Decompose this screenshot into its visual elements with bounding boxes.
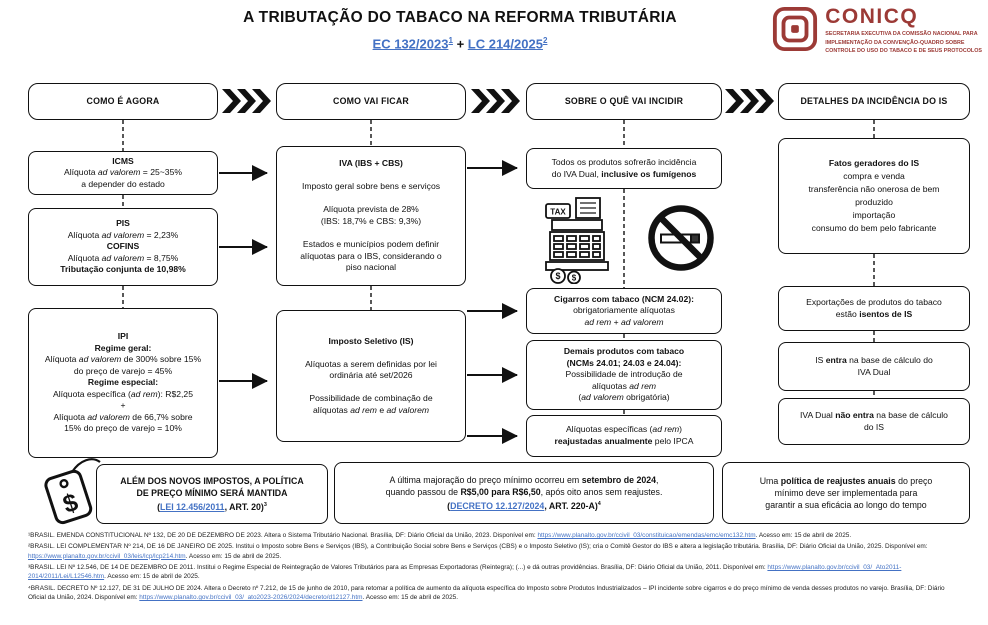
footnote-4-pre: ⁴BRASIL. DECRETO Nº 12.127, DE 31 DE JUL… bbox=[28, 584, 945, 602]
footnote-3-link[interactable]: https://www.planalto.gov.br/ccivil_03/_A… bbox=[28, 564, 902, 581]
flow-chevrons-icon bbox=[725, 89, 774, 113]
tax-machine-icon: TAX $ $ bbox=[545, 197, 609, 284]
footnote-1-pre: ¹BRASIL. EMENDA CONSTITUCIONAL Nº 132, D… bbox=[28, 532, 538, 539]
box-reajustes-anuais-text: Uma política de reajustes anuais do preç… bbox=[759, 475, 933, 511]
footnote-2-post: . Acesso em: 15 de abril de 2025. bbox=[185, 552, 282, 560]
conicq-logo-icon bbox=[773, 6, 818, 52]
footnote-ref-4: 4 bbox=[597, 501, 601, 508]
box-iva: IVA (IBS + CBS)Imposto geral sobre bens … bbox=[276, 146, 466, 286]
box-ultima-majoracao-text: A última majoração do preço mínimo ocorr… bbox=[341, 474, 707, 513]
footnote-4-post: . Acesso em: 15 de abril de 2025. bbox=[362, 594, 459, 602]
link-decreto-12127[interactable]: DECRETO 12.127/2024 bbox=[450, 501, 545, 512]
footnote-ref-2: 2 bbox=[542, 36, 548, 45]
footnote-2: ²BRASIL. LEI COMPLEMENTAR Nº 214, DE 16 … bbox=[28, 542, 964, 561]
box-aliquotas-especificas: Alíquotas específicas (ad rem)reajustada… bbox=[526, 415, 722, 457]
box-reajustes-anuais: Uma política de reajustes anuais do preç… bbox=[722, 462, 970, 524]
footnote-1-post: . Acesso em: 15 de abril de 2025. bbox=[755, 532, 852, 539]
flow-chevrons-icon bbox=[471, 89, 520, 113]
link-lei-12456[interactable]: LEI 12.456/2011 bbox=[160, 502, 225, 513]
footnote-3-pre: ³BRASIL. LEI Nº 12.546, DE 14 DE DEZEMBR… bbox=[28, 564, 768, 572]
box-imposto-seletivo: Imposto Seletivo (IS)Alíquotas a serem d… bbox=[276, 310, 466, 442]
logo-tagline: SECRETARIA EXECUTIVA DA COMISSÃO NACIONA… bbox=[825, 30, 982, 56]
subtitle: EC 132/20231 + LC 214/20252 bbox=[120, 36, 800, 51]
conicq-logo: CONICQ SECRETARIA EXECUTIVA DA COMISSÃO … bbox=[772, 6, 982, 56]
footnotes: ¹BRASIL. EMENDA CONSTITUCIONAL Nº 132, D… bbox=[28, 531, 964, 604]
footnote-4: ⁴BRASIL. DECRETO Nº 12.127, DE 31 DE JUL… bbox=[28, 584, 964, 603]
box-imposto-seletivo-text: Imposto Seletivo (IS)Alíquotas a serem d… bbox=[305, 335, 437, 415]
svg-text:$: $ bbox=[572, 274, 577, 283]
logo-name: CONICQ bbox=[825, 5, 919, 28]
no-smoking-icon bbox=[648, 205, 714, 271]
footnote-4-link[interactable]: https://www.planalto.gov.br/ccivil_03/_a… bbox=[139, 594, 363, 602]
box-cigarros-tabaco: Cigarros com tabaco (NCM 24.02):obrigato… bbox=[526, 288, 722, 334]
footnote-ref-3: 3 bbox=[263, 502, 267, 509]
box-cigarros-tabaco-text: Cigarros com tabaco (NCM 24.02):obrigato… bbox=[554, 293, 694, 327]
box-aliquotas-especificas-text: Alíquotas específicas (ad rem)reajustada… bbox=[554, 424, 694, 446]
citation-pre: ( bbox=[447, 501, 451, 512]
flow-chevrons-icon bbox=[222, 89, 271, 113]
column-header-sobre-o-que-vai-incidir: SOBRE O QUÊ VAI INCIDIR bbox=[526, 83, 722, 120]
box-demais-produtos: Demais produtos com tabaco(NCMs 24.01; 2… bbox=[526, 340, 722, 410]
footnote-1-link[interactable]: https://www.planalto.gov.br/ccivil_03/co… bbox=[537, 532, 756, 539]
column-header-como-e-agora: COMO É AGORA bbox=[28, 83, 218, 120]
price-increase-citation: (DECRETO 12.127/2024, ART. 220-A)4 bbox=[341, 500, 707, 512]
page-title: A TRIBUTAÇÃO DO TABACO NA REFORMA TRIBUT… bbox=[243, 9, 677, 26]
box-iva-text: IVA (IBS + CBS)Imposto geral sobre bens … bbox=[300, 158, 442, 273]
link-ec-132[interactable]: EC 132/2023 bbox=[372, 36, 449, 52]
price-policy-citation: (LEI 12.456/2011, ART. 20)3 bbox=[103, 501, 321, 513]
box-demais-produtos-text: Demais produtos com tabaco(NCMs 24.01; 2… bbox=[563, 346, 685, 403]
link-lc-214[interactable]: LC 214/2025 bbox=[467, 36, 543, 52]
price-tag-icon: $ bbox=[44, 458, 101, 525]
box-ultima-majoracao: A última majoração do preço mínimo ocorr… bbox=[334, 462, 714, 524]
citation-post: , ART. 20) bbox=[224, 502, 264, 513]
column-header-detalhes-incidencia-is: DETALHES DA INCIDÊNCIA DO IS bbox=[778, 83, 970, 120]
svg-text:$: $ bbox=[555, 271, 560, 281]
footnote-3: ³BRASIL. LEI Nº 12.546, DE 14 DE DEZEMBR… bbox=[28, 563, 964, 582]
footnote-2-link[interactable]: https://www.planalto.gov.br/ccivil_03/le… bbox=[28, 552, 186, 560]
logo-tagline-line: CONTROLE DO USO DO TABACO E DE SEUS PROT… bbox=[825, 48, 982, 55]
citation-pre: ( bbox=[157, 502, 161, 513]
logo-tagline-line: IMPLEMENTAÇÃO DA CONVENÇÃO-QUADRO SOBRE bbox=[825, 39, 965, 46]
logo-tagline-line: SECRETARIA EXECUTIVA DA COMISSÃO NACIONA… bbox=[825, 31, 978, 37]
logo-text-block: CONICQ SECRETARIA EXECUTIVA DA COMISSÃO … bbox=[825, 6, 982, 56]
footnote-3-post: . Acesso em: 15 de abril de 2025. bbox=[104, 573, 200, 581]
column-header-como-vai-ficar: COMO VAI FICAR bbox=[276, 83, 466, 120]
citation-post: , ART. 220-A) bbox=[544, 501, 598, 512]
footnote-1: ¹BRASIL. EMENDA CONSTITUCIONAL Nº 132, D… bbox=[28, 531, 964, 540]
footnote-2-pre: ²BRASIL. LEI COMPLEMENTAR Nº 214, DE 16 … bbox=[28, 543, 928, 551]
footnote-ref-1: 1 bbox=[448, 36, 453, 45]
plus-sign: + bbox=[456, 36, 465, 52]
svg-text:TAX: TAX bbox=[550, 208, 566, 217]
price-increase-body: A última majoração do preço mínimo ocorr… bbox=[385, 474, 663, 497]
